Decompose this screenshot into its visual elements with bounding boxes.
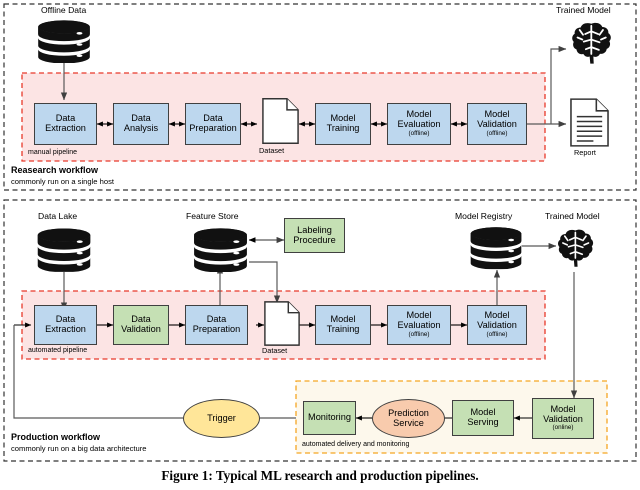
database-icon-data-lake xyxy=(36,228,92,272)
node-label-line2: Validation xyxy=(121,324,161,334)
production-workflow-subtitle: commonly run on a big data architecture xyxy=(11,444,147,453)
node-label-line2: Validation xyxy=(477,119,517,130)
node-data-preparation-production[interactable]: Data Preparation xyxy=(185,305,248,345)
node-monitoring[interactable]: Monitoring xyxy=(303,401,356,435)
node-label-sub: (offline) xyxy=(486,129,508,137)
document-icon-dataset-production xyxy=(264,301,300,346)
node-label-sub: (offline) xyxy=(408,330,430,338)
node-label-line2: Serving xyxy=(467,417,499,427)
node-data-extraction-research[interactable]: Data Extraction xyxy=(34,103,97,145)
node-label-line1: Model xyxy=(484,109,510,120)
node-label-line1: Monitoring xyxy=(308,412,351,423)
automated-delivery-tag: automated delivery and monitoring xyxy=(302,441,410,448)
node-label-line2: Procedure xyxy=(293,234,336,245)
node-label-line2: Service xyxy=(393,417,424,428)
node-label-line2: Preparation xyxy=(192,324,241,334)
node-label-line1: Data xyxy=(55,314,76,325)
model-registry-label: Model Registry xyxy=(455,211,513,221)
node-label-line2: Validation xyxy=(477,320,517,331)
node-data-preparation-research[interactable]: Data Preparation xyxy=(185,103,241,145)
research-workflow-subtitle: commonly run on a single host xyxy=(11,177,114,186)
node-label-line1: Data xyxy=(131,113,151,124)
node-model-validation-research[interactable]: Model Validation (offline) xyxy=(467,103,527,145)
node-label-line2: Evaluation xyxy=(397,320,441,331)
trained-model-label-production: Trained Model xyxy=(545,211,600,221)
research-panel-border xyxy=(3,3,637,191)
node-model-validation-online[interactable]: Model Validation (online) xyxy=(532,398,594,439)
node-label-line1: Data xyxy=(206,314,227,325)
database-icon-model-registry xyxy=(469,226,523,270)
node-data-extraction-production[interactable]: Data Extraction xyxy=(34,305,97,345)
report-label: Report xyxy=(574,148,596,157)
node-label-line2: Validation xyxy=(543,413,583,424)
node-label-line1: Prediction xyxy=(388,407,429,418)
node-label-line2: Evaluation xyxy=(397,119,441,130)
dataset-label-production: Dataset xyxy=(262,346,288,355)
node-label-sub: (offline) xyxy=(486,330,508,338)
document-icon-report xyxy=(570,98,609,147)
node-label-line2: Analysis xyxy=(123,123,159,133)
node-label-sub: (online) xyxy=(552,424,574,432)
node-model-evaluation-production[interactable]: Model Evaluation (offline) xyxy=(387,305,451,345)
node-model-training-research[interactable]: Model Training xyxy=(315,103,371,145)
document-icon-dataset-research xyxy=(262,97,299,145)
trained-model-label-research: Trained Model xyxy=(556,5,611,15)
node-prediction-service[interactable]: Prediction Service xyxy=(372,399,445,438)
node-label-line1: Labeling xyxy=(297,224,332,235)
node-label-line1: Model xyxy=(484,310,510,321)
node-model-validation-offline-production[interactable]: Model Validation (offline) xyxy=(467,305,527,345)
production-workflow-title: Production workflow xyxy=(11,432,100,442)
node-label-line1: Model xyxy=(330,113,356,124)
arrow-featurestore-to-dataset xyxy=(249,261,281,304)
node-label-line2: Extraction xyxy=(45,324,86,334)
data-lake-label: Data Lake xyxy=(38,211,78,221)
node-label-line2: Training xyxy=(326,324,360,334)
feature-store-label: Feature Store xyxy=(186,211,239,221)
database-icon-feature-store xyxy=(192,228,249,272)
node-labeling-procedure[interactable]: Labeling Procedure xyxy=(284,218,345,253)
node-label-sub: (offline) xyxy=(408,129,430,137)
automated-pipeline-tag: automated pipeline xyxy=(28,347,88,354)
brain-icon-production xyxy=(556,226,596,270)
node-label-line1: Data xyxy=(131,314,151,325)
node-model-training-production[interactable]: Model Training xyxy=(315,305,371,345)
production-panel-border xyxy=(3,199,637,462)
node-label-line1: Model xyxy=(406,310,432,321)
offline-data-label: Offline Data xyxy=(41,5,87,15)
node-model-serving[interactable]: Model Serving xyxy=(452,400,514,436)
node-data-validation-production[interactable]: Data Validation xyxy=(113,305,169,345)
node-label-line1: Model xyxy=(330,314,356,325)
node-label-line1: Model xyxy=(550,403,576,414)
figure-caption: Figure 1: Typical ML research and produc… xyxy=(161,468,479,483)
node-model-evaluation-research[interactable]: Model Evaluation (offline) xyxy=(387,103,451,145)
dataset-label-research: Dataset xyxy=(259,146,285,155)
arrow-validation-to-trainedmodel xyxy=(550,45,567,124)
node-trigger[interactable]: Trigger xyxy=(183,399,260,438)
node-label-line1: Data xyxy=(203,113,223,124)
node-label-line2: Preparation xyxy=(189,123,237,133)
node-label-line2: Extraction xyxy=(45,123,86,133)
manual-pipeline-tag: manual pipeline xyxy=(28,149,78,156)
node-label-line1: Model xyxy=(406,109,432,120)
node-label-line1: Data xyxy=(55,113,76,124)
node-label-line1: Model xyxy=(470,407,496,418)
research-workflow-title: Reasearch workflow xyxy=(11,165,99,175)
arrow-trigger-feedback xyxy=(13,325,183,419)
node-label-line2: Training xyxy=(326,123,360,133)
node-label-line1: Trigger xyxy=(207,412,236,423)
brain-icon-research xyxy=(570,21,614,65)
node-data-analysis-research[interactable]: Data Analysis xyxy=(113,103,169,145)
database-icon-offline-data xyxy=(36,20,92,63)
